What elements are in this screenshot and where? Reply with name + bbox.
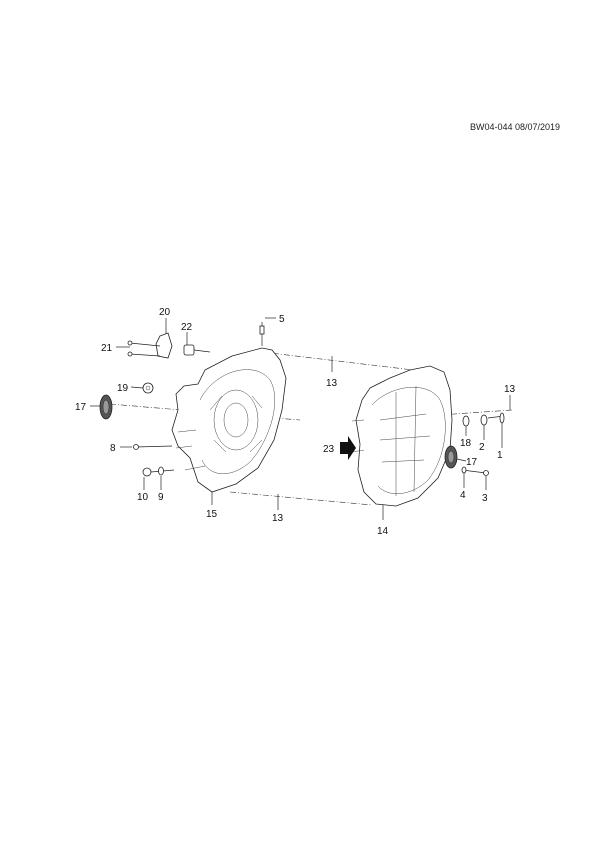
callout-20: 20 (159, 307, 171, 318)
transmission-case (351, 365, 453, 507)
callout-14: 14 (377, 526, 389, 537)
callout-17-left: 17 (75, 402, 87, 413)
callout-3: 3 (482, 493, 488, 504)
leader-lines (90, 317, 511, 520)
bracket-20 (155, 332, 173, 359)
callout-19: 19 (117, 383, 129, 394)
dowel-5 (259, 322, 265, 346)
callout-18: 18 (460, 438, 472, 449)
callout-10: 10 (137, 492, 149, 503)
callout-9: 9 (158, 492, 164, 503)
sensor-22 (183, 344, 211, 356)
callout-23: 23 (323, 444, 335, 455)
bolt-10 (142, 467, 175, 477)
washer-9 (158, 466, 164, 476)
callout-21: 21 (101, 343, 113, 354)
callout-labels: 20 21 22 5 13 19 17 8 10 9 15 13 14 23 1… (75, 307, 516, 537)
callout-15: 15 (206, 509, 218, 520)
arrow-23 (340, 436, 356, 460)
oil-seal-right (444, 445, 458, 469)
callout-13-right: 13 (504, 384, 516, 395)
callout-22: 22 (181, 322, 193, 333)
callout-8: 8 (110, 443, 116, 454)
callout-5: 5 (279, 314, 285, 325)
callout-13-top: 13 (326, 378, 338, 389)
diagram-reference-code: BW04-044 08/07/2019 (470, 122, 561, 132)
bolt-8 (133, 444, 173, 450)
shaft-parts-1-2-18 (462, 412, 505, 427)
oil-seal-left (99, 394, 113, 420)
callout-17-right: 17 (466, 457, 478, 468)
bearing-19 (142, 382, 154, 394)
bolts-21 (127, 340, 161, 357)
callout-2: 2 (479, 442, 485, 453)
callout-13-bottom: 13 (272, 513, 284, 524)
clutch-housing (171, 347, 287, 493)
callout-1: 1 (497, 450, 503, 461)
callout-4: 4 (460, 490, 466, 501)
